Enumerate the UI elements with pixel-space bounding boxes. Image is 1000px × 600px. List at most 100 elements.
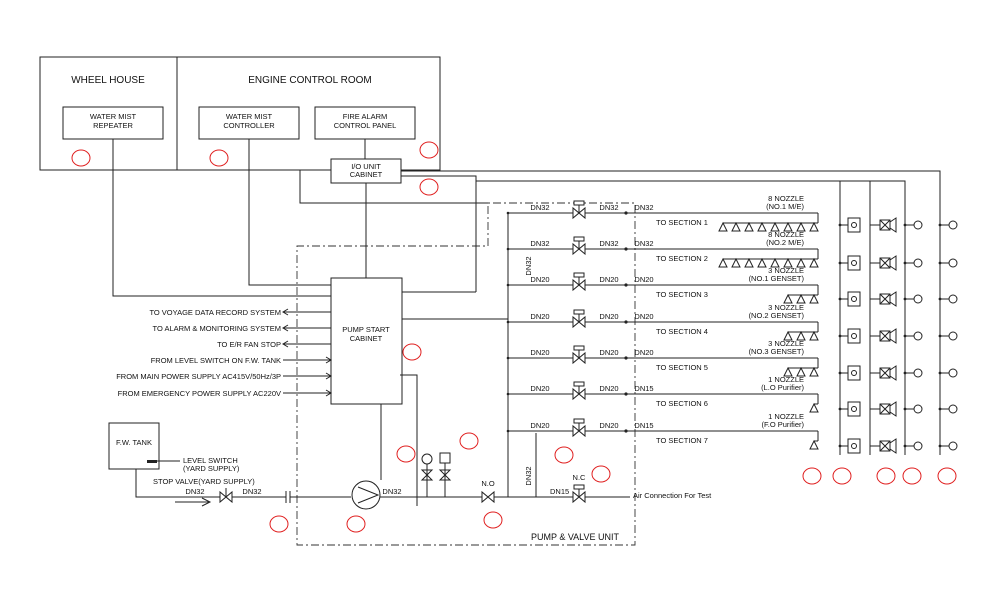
nozzle bbox=[783, 257, 793, 268]
nozzle bbox=[718, 257, 728, 268]
indicator-icon bbox=[948, 220, 958, 230]
section-note-1: 8 NOZZLE bbox=[768, 230, 804, 239]
indicator-icon bbox=[948, 368, 958, 378]
pump-start-to-pump bbox=[400, 374, 418, 506]
fw-tank-label: F.W. TANK bbox=[116, 438, 152, 447]
repeater-wire bbox=[112, 139, 331, 297]
nozzle bbox=[796, 330, 806, 341]
section-dn-in: DN20 bbox=[530, 348, 549, 357]
section-dn-line: DN32 bbox=[634, 239, 653, 248]
beacon-icon bbox=[913, 220, 923, 230]
section-dn-out: DN20 bbox=[599, 348, 618, 357]
device-row-7 bbox=[838, 438, 958, 454]
section-dn-line: DN32 bbox=[634, 203, 653, 212]
nozzle bbox=[796, 221, 806, 232]
section-dn-out: DN32 bbox=[599, 203, 618, 212]
nozzle bbox=[718, 221, 728, 232]
air-connection-label: Air Connection For Test bbox=[633, 491, 712, 500]
beacon-icon bbox=[913, 331, 923, 341]
wheel-house-label: WHEEL HOUSE bbox=[71, 75, 145, 86]
section-dn-out: DN20 bbox=[599, 312, 618, 321]
device-row-4 bbox=[838, 328, 958, 344]
horn-icon bbox=[889, 328, 897, 344]
io-valve-wire bbox=[299, 170, 488, 204]
normally-open-valve bbox=[481, 490, 495, 504]
horn-icon bbox=[889, 438, 897, 454]
nozzle bbox=[783, 366, 793, 377]
section-dn-line: DN15 bbox=[634, 384, 653, 393]
nozzle bbox=[783, 330, 793, 341]
nozzle bbox=[809, 366, 819, 377]
section-label: TO SECTION 4 bbox=[656, 327, 708, 336]
section-label: TO SECTION 1 bbox=[656, 218, 708, 227]
detector-box bbox=[847, 291, 861, 307]
pump-symbol bbox=[351, 480, 381, 510]
nozzle-group bbox=[809, 402, 819, 413]
tank-outlet-pipe bbox=[135, 469, 220, 498]
section-valve bbox=[572, 278, 586, 292]
nozzle bbox=[809, 293, 819, 304]
pump-start-cabinet-box bbox=[330, 277, 403, 405]
section-dn-in: DN32 bbox=[530, 239, 549, 248]
section-valve bbox=[572, 351, 586, 365]
section-valve bbox=[572, 387, 586, 401]
detector-box bbox=[847, 255, 861, 271]
signal-label-emergency-power: FROM EMERGENCY POWER SUPPLY AC220V bbox=[118, 389, 281, 398]
stop-valve-label: STOP VALVE(YARD SUPPLY) bbox=[153, 477, 255, 486]
nozzle-group bbox=[718, 257, 819, 268]
signal-label-fan-stop: TO E/R FAN STOP bbox=[217, 340, 281, 349]
beacon-icon bbox=[913, 258, 923, 268]
section-dn-line: DN20 bbox=[634, 312, 653, 321]
beacon-icon bbox=[913, 294, 923, 304]
nozzle-group bbox=[809, 439, 819, 450]
pump-outlet-dn: DN32 bbox=[382, 487, 401, 496]
detector-box bbox=[847, 328, 861, 344]
level-switch-symbol bbox=[147, 460, 157, 463]
section-dn-out: DN20 bbox=[599, 421, 618, 430]
normally-closed-valve bbox=[572, 490, 586, 504]
pump-start-label-1: PUMP START bbox=[342, 325, 390, 334]
device-row-3 bbox=[838, 291, 958, 307]
device-row-6 bbox=[838, 401, 958, 417]
main-header-dn: DN32 bbox=[524, 256, 533, 275]
signal-label-vdr: TO VOYAGE DATA RECORD SYSTEM bbox=[149, 308, 281, 317]
section-note-1: 1 NOZZLE bbox=[768, 412, 804, 421]
section-dn-line: DN15 bbox=[634, 421, 653, 430]
level-switch-label-1: LEVEL SWITCH bbox=[183, 456, 238, 465]
horn-icon bbox=[889, 401, 897, 417]
io-unit-label-1: I/O UNIT bbox=[351, 162, 381, 171]
nozzle bbox=[796, 366, 806, 377]
nozzle bbox=[757, 257, 767, 268]
nozzle-group bbox=[783, 293, 819, 304]
horn-icon bbox=[889, 255, 897, 271]
indicator-icon bbox=[948, 294, 958, 304]
valve-nc-label: N.C bbox=[573, 473, 587, 482]
signal-label-main-power: FROM MAIN POWER SUPPLY AC415V/50Hz/3P bbox=[116, 372, 281, 381]
stop-valve-dn-in: DN32 bbox=[185, 487, 204, 496]
nozzle bbox=[783, 293, 793, 304]
device-row-2 bbox=[838, 255, 958, 271]
nozzle bbox=[809, 257, 819, 268]
section-dn-in: DN20 bbox=[530, 421, 549, 430]
valve-no-label: N.O bbox=[481, 479, 495, 488]
detector-box bbox=[847, 438, 861, 454]
water-mist-repeater-box bbox=[62, 106, 164, 140]
device-row-1 bbox=[838, 217, 958, 233]
detector-box bbox=[847, 217, 861, 233]
section-dn-in: DN20 bbox=[530, 312, 549, 321]
pump-valve-unit-label: PUMP & VALVE UNIT bbox=[531, 532, 620, 542]
signal-label-level-switch: FROM LEVEL SWITCH ON F.W. TANK bbox=[151, 356, 281, 365]
repeater-label-2: REPEATER bbox=[93, 121, 133, 130]
nozzle bbox=[809, 221, 819, 232]
indicator-icon bbox=[948, 258, 958, 268]
pump-start-label-2: CABINET bbox=[350, 334, 383, 343]
section-label: TO SECTION 7 bbox=[656, 436, 708, 445]
nozzle bbox=[731, 221, 741, 232]
